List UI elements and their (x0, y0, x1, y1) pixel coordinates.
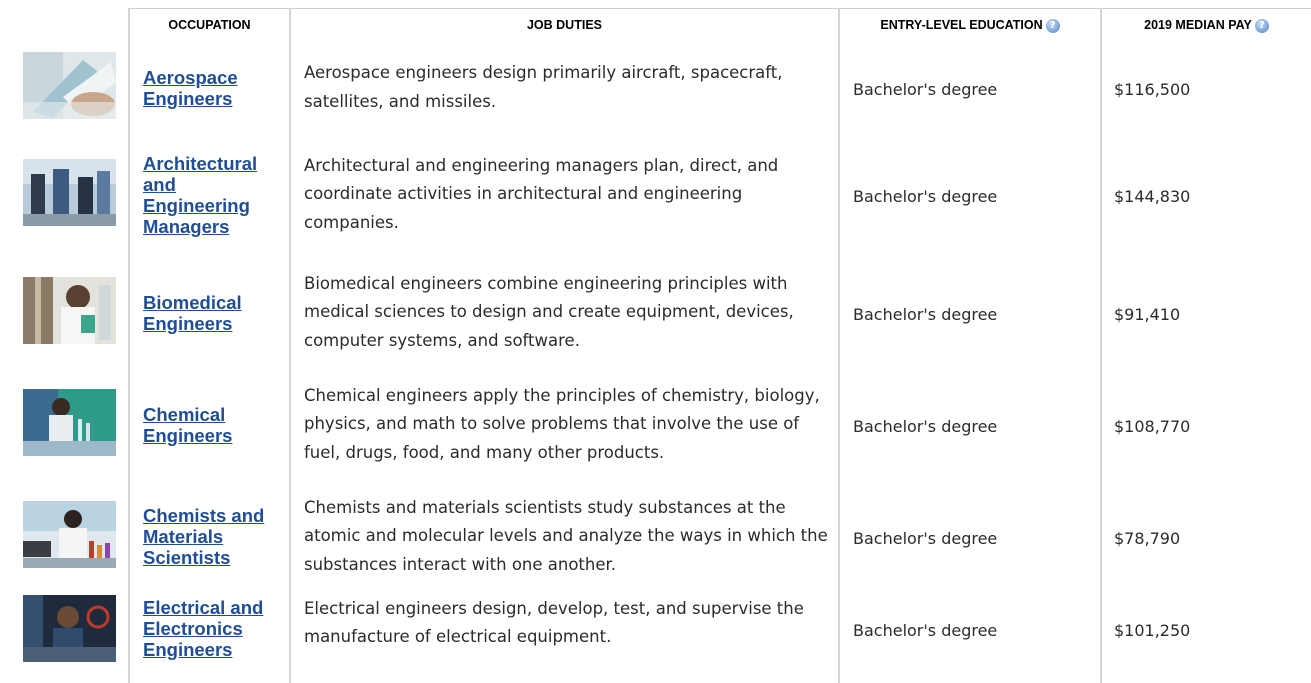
occupation-cell: Biomedical Engineers (128, 256, 290, 369)
job-duties-cell: Electrical engineers design, develop, te… (289, 592, 839, 683)
table-row: Aerospace Engineers Aerospace engineers … (0, 42, 1311, 133)
occupation-link[interactable]: Chemists and Materials Scientists (143, 505, 265, 568)
pay-cell: $91,410 (1100, 256, 1311, 369)
thumbnail-cell (0, 43, 129, 133)
table-row: Chemists and Materials Scientists Chemis… (0, 480, 1311, 593)
occupation-cell: Architectural and Engineering Managers (128, 132, 290, 257)
biomedical-engineers-photo[interactable] (23, 276, 116, 344)
table-row: Electrical and Electronics Engineers Ele… (0, 592, 1311, 683)
thumbnail-cell (0, 593, 129, 683)
job-duties-cell: Architectural and engineering managers p… (289, 132, 839, 257)
education-cell: Bachelor's degree (838, 256, 1101, 369)
occupation-column-header[interactable]: OCCUPATION (128, 8, 290, 43)
chemical-engineers-photo[interactable] (23, 388, 116, 456)
thumbnail-cell (0, 369, 129, 481)
education-cell: Bachelor's degree (838, 132, 1101, 257)
chemists-materials-scientists-photo[interactable] (23, 500, 116, 568)
occupation-cell: Chemists and Materials Scientists (128, 480, 290, 593)
education-cell: Bachelor's degree (838, 42, 1101, 133)
pay-cell: $108,770 (1100, 368, 1311, 481)
table-row: Biomedical Engineers Biomedical engineer… (0, 256, 1311, 369)
pay-cell: $78,790 (1100, 480, 1311, 593)
occupation-link[interactable]: Electrical and Electronics Engineers (143, 596, 264, 660)
occupation-table: OCCUPATION JOB DUTIES ENTRY-LEVEL EDUCAT… (0, 8, 1311, 683)
thumbnail-cell (0, 133, 129, 257)
education-column-header[interactable]: ENTRY-LEVEL EDUCATION? (838, 8, 1101, 43)
occupation-link[interactable]: Architectural and Engineering Managers (143, 152, 258, 237)
job-duties-cell: Chemists and materials scientists study … (289, 480, 839, 593)
image-column-header (0, 9, 129, 43)
table-row: Chemical Engineers Chemical engineers ap… (0, 368, 1311, 481)
thumbnail-cell (0, 481, 129, 593)
job-duties-cell: Biomedical engineers combine engineering… (289, 256, 839, 369)
job-duties-column-header[interactable]: JOB DUTIES (289, 8, 839, 43)
job-duties-cell: Aerospace engineers design primarily air… (289, 42, 839, 133)
occupation-link[interactable]: Biomedical Engineers (143, 291, 242, 334)
job-duties-cell: Chemical engineers apply the principles … (289, 368, 839, 481)
occupation-cell: Aerospace Engineers (128, 42, 290, 133)
table-row: Architectural and Engineering Managers A… (0, 132, 1311, 257)
pay-cell: $144,830 (1100, 132, 1311, 257)
pay-cell: $101,250 (1100, 592, 1311, 683)
aerospace-engineers-photo[interactable] (23, 51, 116, 119)
education-cell: Bachelor's degree (838, 368, 1101, 481)
occupation-link[interactable]: Chemical Engineers (143, 403, 233, 446)
pay-cell: $116,500 (1100, 42, 1311, 133)
occupation-cell: Chemical Engineers (128, 368, 290, 481)
architectural-managers-photo[interactable] (23, 158, 116, 226)
occupation-cell: Electrical and Electronics Engineers (128, 592, 290, 683)
thumbnail-cell (0, 257, 129, 369)
electrical-engineers-photo[interactable] (23, 594, 116, 662)
table-header-row: OCCUPATION JOB DUTIES ENTRY-LEVEL EDUCAT… (0, 8, 1311, 43)
info-icon[interactable]: ? (1045, 19, 1060, 33)
info-icon[interactable]: ? (1254, 19, 1269, 33)
education-cell: Bachelor's degree (838, 592, 1101, 683)
pay-column-header[interactable]: 2019 MEDIAN PAY? (1100, 8, 1311, 43)
education-cell: Bachelor's degree (838, 480, 1101, 593)
occupation-link[interactable]: Aerospace Engineers (143, 66, 238, 109)
